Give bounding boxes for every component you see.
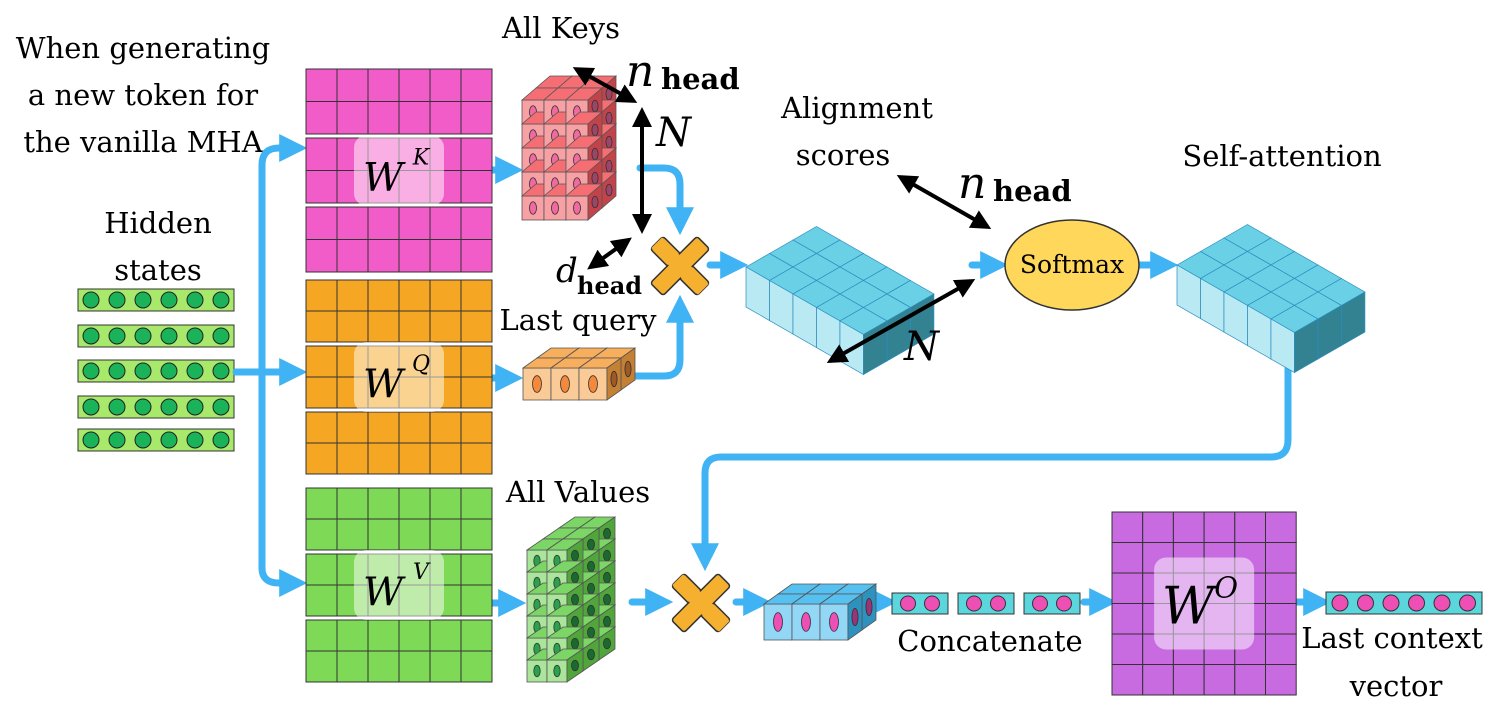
concatenated-vectors [891,592,1081,615]
weight-symbol: W [363,362,406,407]
keys-nhead-label: n head [626,46,740,97]
arrow-to-wk [258,134,308,376]
weight-superscript: Q [412,352,430,377]
last-context-label-1: Last context [1301,621,1483,655]
hidden-state-row [77,288,235,312]
all-values-tensor [525,516,617,683]
arrow-to-wv [258,368,308,597]
hidden-state-row [77,324,235,348]
dimension-arrows [572,67,992,363]
hidden-state-row [77,359,235,383]
arrow-query-mult [624,294,694,380]
keys-dhead-label: d head [556,251,642,300]
head-outputs-tensor [762,583,878,641]
arrow-attn-mult2 [691,341,1292,572]
weight-superscript: V [413,560,431,585]
keys-n-label: N [655,110,693,156]
tensor-cell [818,593,864,641]
flow-arrows [232,134,1332,617]
weight-symbol: W [1162,578,1218,637]
multiply-icon-2 [671,573,731,633]
svg-text:d: d [556,251,578,291]
scores-nhead-label: n head [958,158,1072,209]
last-context-vector [1325,591,1483,615]
all-keys-label: All Keys [501,11,620,45]
keys-nhead-arrow [572,67,638,103]
hidden-state-row [77,395,235,419]
tensor-cell [577,357,623,401]
tensor-cell [545,648,585,683]
softmax-label: Softmax [1020,250,1124,279]
last-context-label-2: vector [1349,669,1443,703]
alignment-scores-label-1: Alignment [780,91,933,125]
weight-label-box [354,550,444,620]
svg-text:head: head [993,174,1072,208]
caption-line-2: a new token for [28,78,258,112]
weight-label-box [1154,557,1255,650]
weight-superscript: K [412,146,431,171]
weight-superscript: O [1214,571,1238,605]
hidden-states-label-2: states [114,253,202,287]
all-values-label: All Values [505,475,650,509]
head-vector [957,592,1015,615]
scores-n-arrow [826,279,976,363]
multiply-icon [650,236,710,296]
tensor-cell [564,183,604,221]
self-attention-label: Self-attention [1182,139,1381,173]
softmax-node [1004,219,1140,311]
head-vector [891,592,949,615]
hidden-states-block [77,288,235,452]
concatenate-label: Concatenate [897,624,1082,658]
all-keys-tensor [520,75,618,221]
self-attention-tensor [1176,224,1366,374]
weight-symbol: W [363,570,406,615]
weight-label-box [354,135,444,206]
last-query-label: Last query [500,303,658,337]
weight-symbol: W [363,156,406,201]
svg-text:n: n [626,46,654,97]
hidden-state-row [77,428,235,452]
svg-text:head: head [661,62,740,96]
last-query-tensor [521,347,637,401]
alignment-scores-label-2: scores [796,138,891,172]
scores-nhead-arrow [896,175,992,229]
keys-dhead-arrow [587,237,632,270]
score-cell [1270,305,1319,374]
svg-text:head: head [577,271,642,300]
hidden-states-label-1: Hidden [104,206,212,240]
head-vector [1023,592,1081,615]
arrow-keys-mult [636,164,694,236]
svg-text:n: n [958,158,986,209]
caption-line-3: the vanilla MHA [23,125,263,159]
scores-n-label: N [903,324,941,370]
weight-label-box [354,342,444,412]
caption-line-1: When generating [16,31,270,65]
